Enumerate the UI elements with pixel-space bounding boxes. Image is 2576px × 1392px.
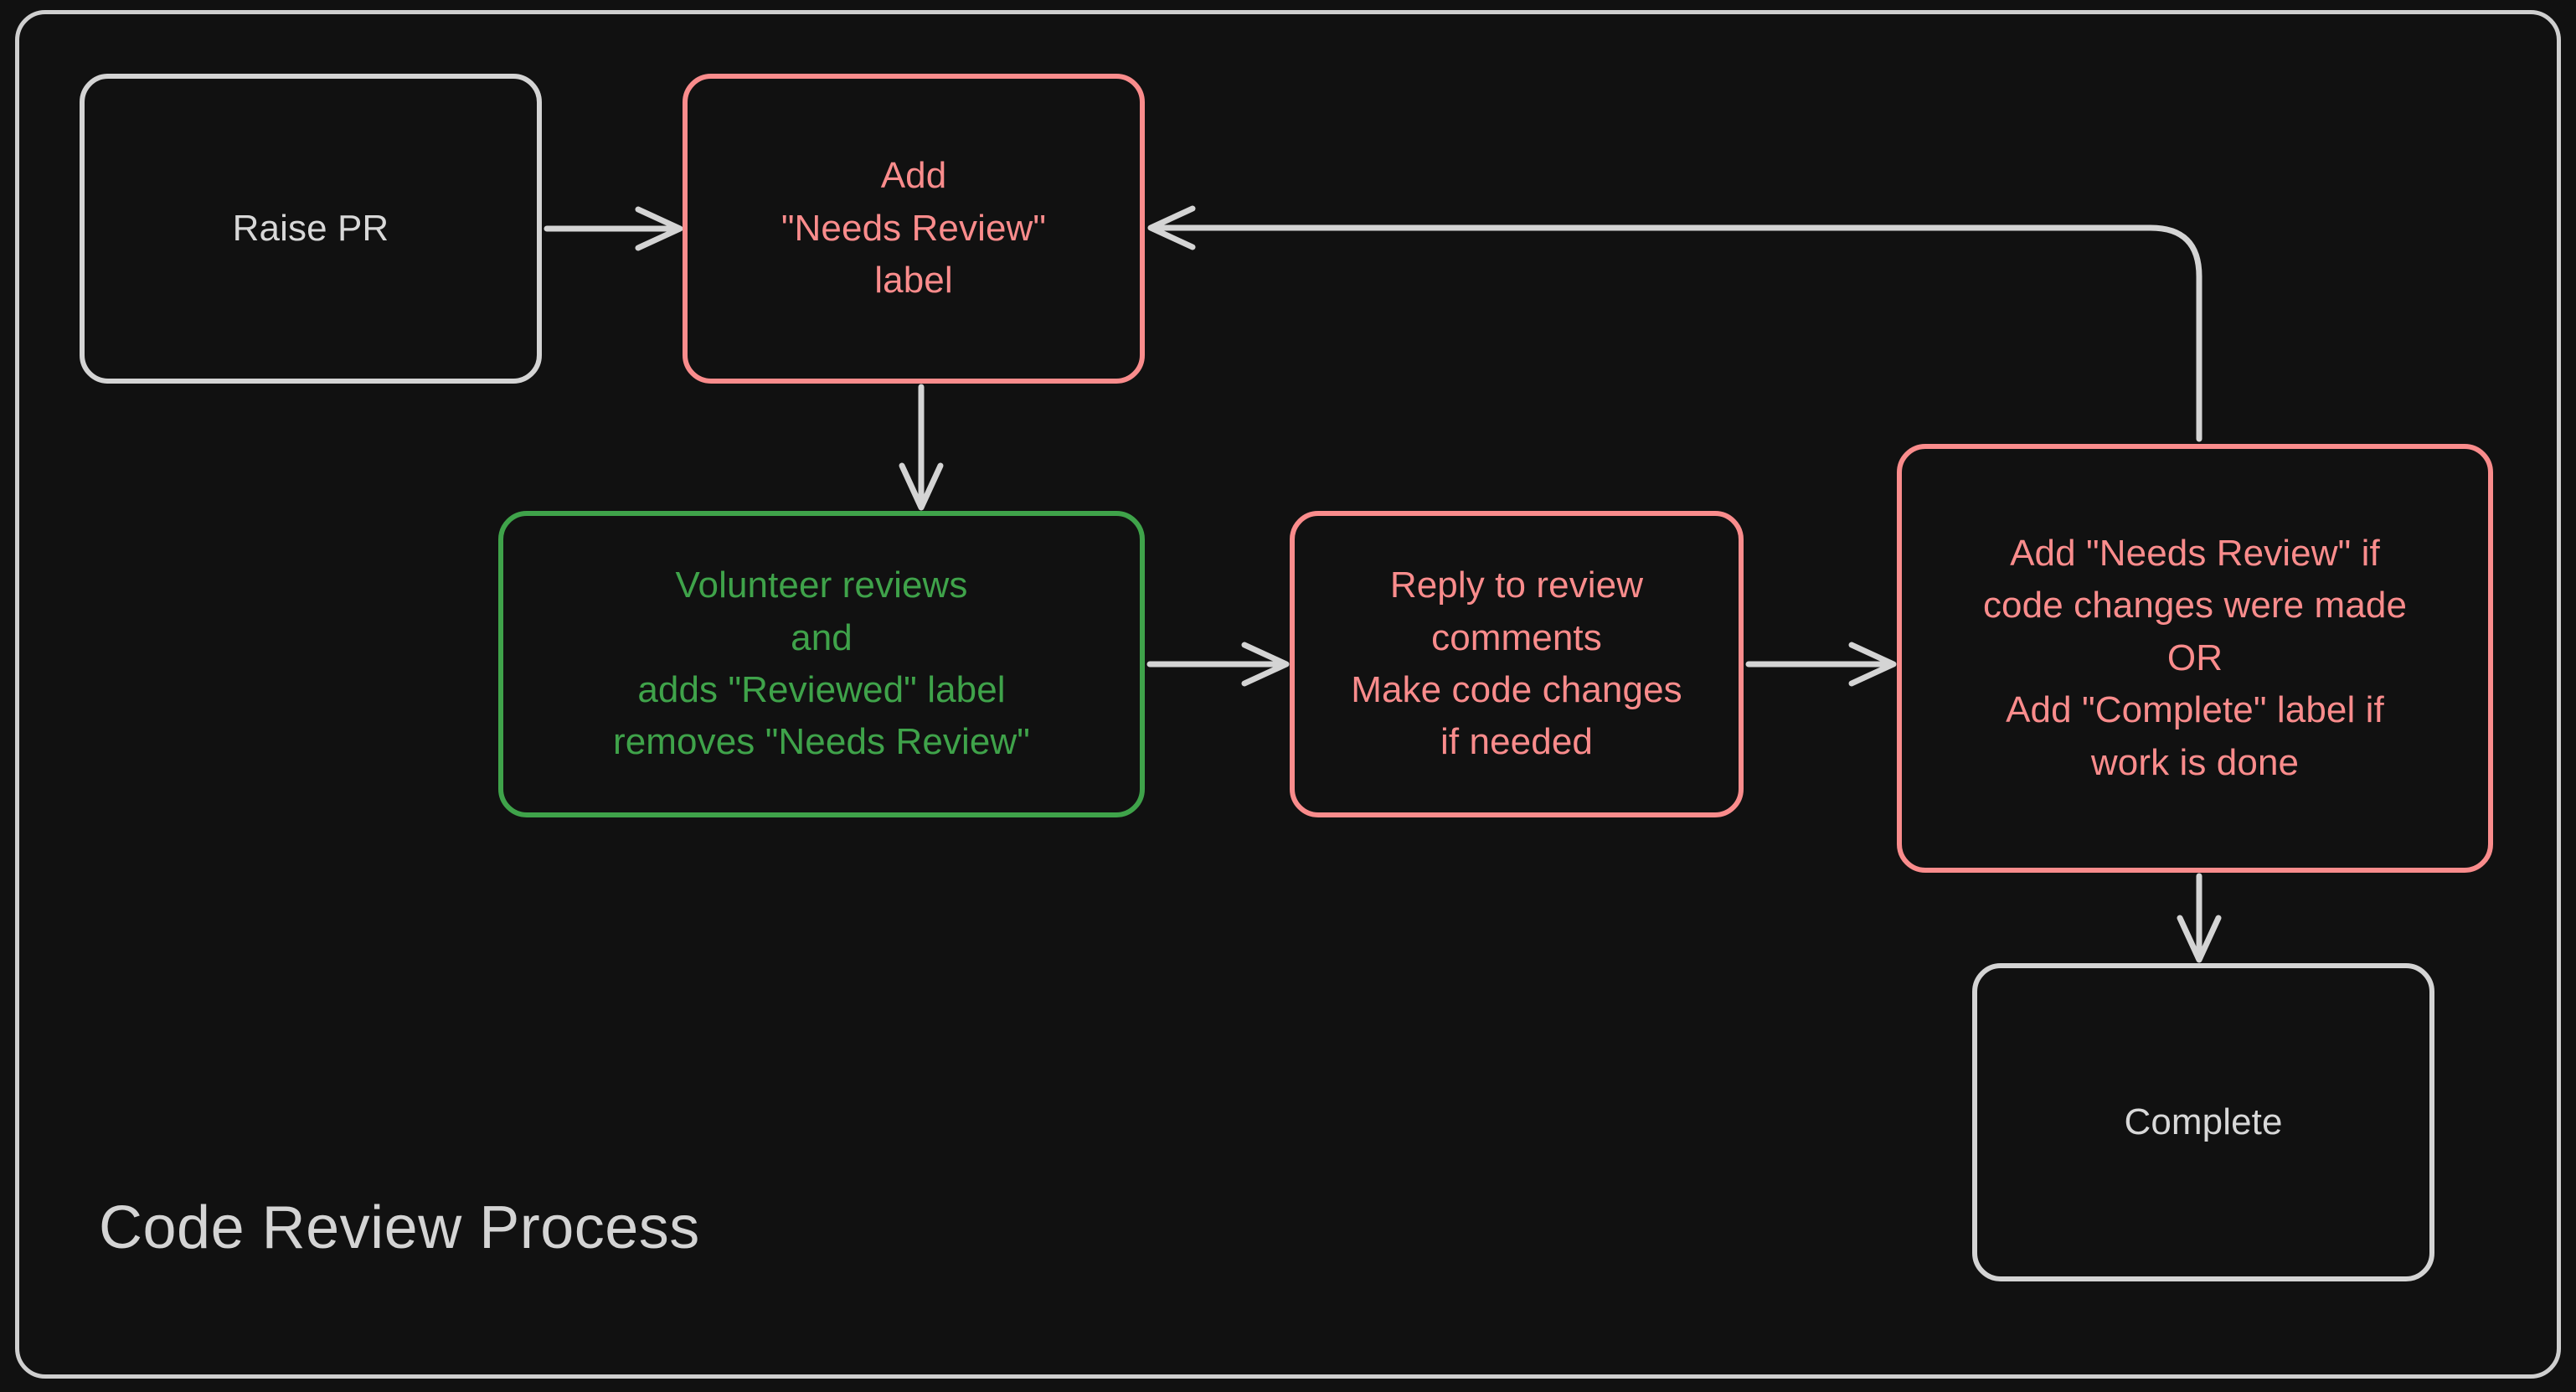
node-volunteer-reviews[interactable]: Volunteer reviews and adds "Reviewed" la… <box>498 511 1145 817</box>
edge-volunteer-to-reply <box>1146 642 1290 687</box>
diagram-title: Code Review Process <box>99 1194 700 1261</box>
node-relabel-decision-label: Add "Needs Review" if code changes were … <box>1982 532 2408 783</box>
edge-add-label-to-volunteer <box>899 384 944 511</box>
edge-decision-to-add-label-loop <box>1147 205 2202 442</box>
diagram-frame <box>15 10 2561 1379</box>
edge-raise-pr-to-add-label <box>544 206 683 251</box>
node-volunteer-reviews-label: Volunteer reviews and adds "Reviewed" la… <box>612 565 1031 763</box>
node-add-needs-review-label-text: Add "Needs Review" label <box>781 155 1047 302</box>
node-add-needs-review-label[interactable]: Add "Needs Review" label <box>683 74 1145 384</box>
node-relabel-decision[interactable]: Add "Needs Review" if code changes were … <box>1897 444 2493 873</box>
node-raise-pr[interactable]: Raise PR <box>80 74 542 384</box>
node-raise-pr-label: Raise PR <box>232 207 389 249</box>
node-complete[interactable]: Complete <box>1972 963 2434 1281</box>
edge-decision-to-complete <box>2177 873 2222 963</box>
node-reply-to-review[interactable]: Reply to review comments Make code chang… <box>1290 511 1744 817</box>
edge-reply-to-decision <box>1745 642 1897 687</box>
node-reply-to-review-label: Reply to review comments Make code chang… <box>1351 565 1682 763</box>
node-complete-label: Complete <box>2124 1101 2283 1142</box>
